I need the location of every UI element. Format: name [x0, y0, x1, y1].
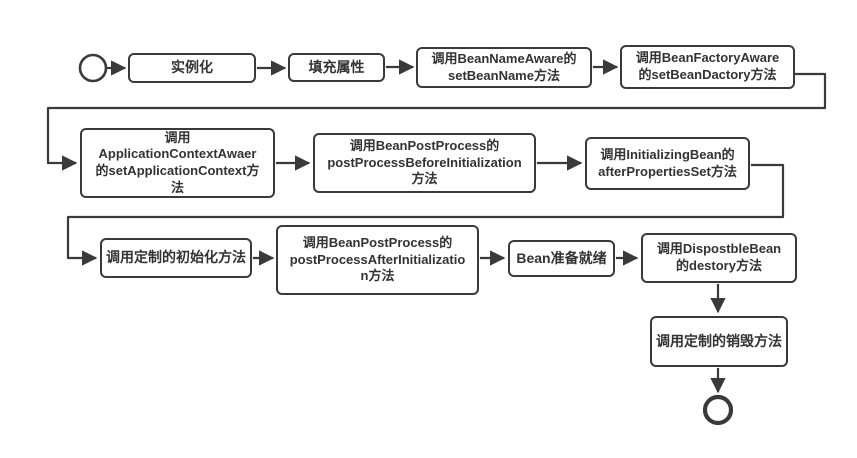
node-custom-destroy: 调用定制的销毁方法	[650, 316, 788, 367]
node-instantiate: 实例化	[128, 53, 256, 83]
start-node-icon	[78, 53, 108, 83]
end-node-icon	[702, 394, 734, 426]
node-post-process-before-initialization: 调用BeanPostProcess的 postProcessBeforeInit…	[313, 133, 536, 193]
node-post-process-after-initialization: 调用BeanPostProcess的 postProcessAfterIniti…	[276, 225, 479, 295]
connector	[66, 163, 785, 266]
node-set-bean-factory: 调用BeanFactoryAware 的setBeanDactory方法	[620, 45, 795, 89]
node-populate-properties: 填充属性	[288, 53, 385, 82]
node-set-bean-name: 调用BeanNameAware的 setBeanName方法	[416, 47, 592, 88]
node-after-properties-set: 调用InitializingBean的 afterPropertiesSet方法	[585, 137, 750, 190]
node-destroy-method: 调用DispostbleBean 的destory方法	[641, 233, 797, 283]
connector	[46, 72, 827, 171]
node-custom-init: 调用定制的初始化方法	[100, 238, 252, 278]
node-set-application-context: 调用 ApplicationContextAwaer 的setApplicati…	[80, 128, 275, 198]
node-bean-ready: Bean准备就绪	[508, 240, 615, 277]
